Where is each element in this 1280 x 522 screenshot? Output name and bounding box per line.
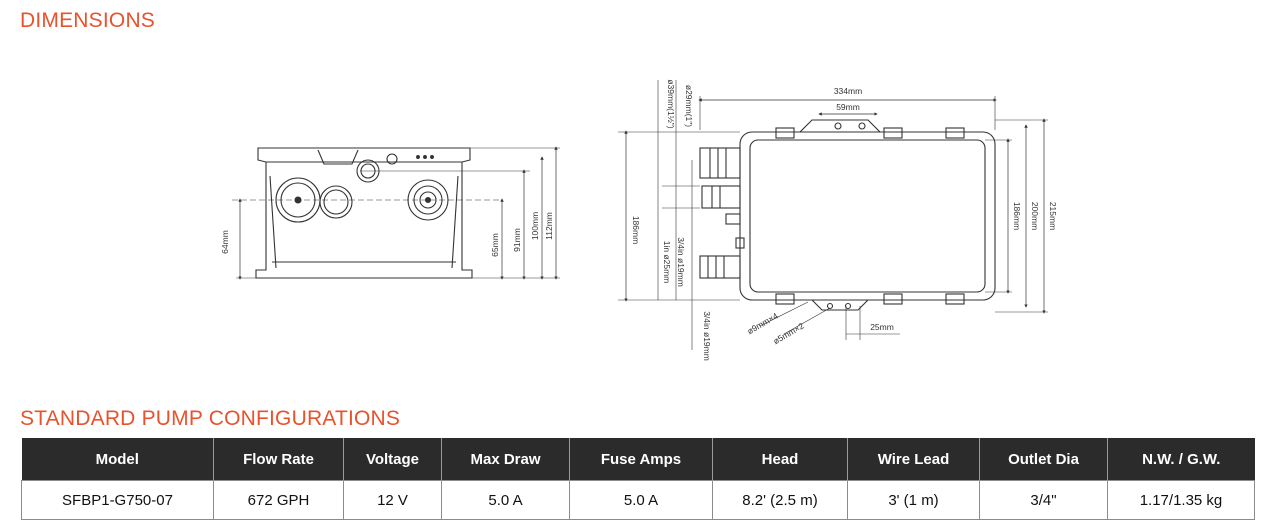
header-flow-rate: Flow Rate [213,438,344,481]
dim-label-5mm: ø5mm×2 [771,320,805,346]
header-model: Model [21,438,214,481]
dim-label-25mm: 25mm [870,322,894,332]
header-weight: N.W. / G.W. [1107,438,1255,481]
configurations-title: STANDARD PUMP CONFIGURATIONS [20,407,401,430]
header-fuse-amps: Fuse Amps [569,438,713,481]
table-header-row: Model Flow Rate Voltage Max Draw Fuse Am… [21,438,1255,481]
dim-label-112mm: 112mm [544,212,554,240]
cell-flow-rate: 672 GPH [213,480,344,520]
dim-label-59mm: 59mm [836,102,860,112]
cell-weight: 1.17/1.35 kg [1107,480,1255,520]
dim-label-19mm-b: 3/4in ø19mm [702,311,712,361]
dim-label-186mm-left: 186mm [631,216,641,244]
cell-outlet-dia: 3/4" [979,480,1108,520]
side-view-labels: 64mm 65mm 91mm 100mm 112mm [220,212,554,257]
cell-fuse-amps: 5.0 A [569,480,713,520]
cell-wire-lead: 3' (1 m) [847,480,980,520]
dim-label-25mm-port: 1in ø25mm [662,241,672,284]
side-port-medium [319,185,353,219]
side-view-drawing [232,146,560,280]
pump-configurations-table: Model Flow Rate Voltage Max Draw Fuse Am… [21,438,1255,520]
top-view-drawing [618,80,1048,350]
header-wire-lead: Wire Lead [847,438,980,481]
header-max-draw: Max Draw [441,438,570,481]
cell-head: 8.2' (2.5 m) [712,480,848,520]
dimension-drawings: 64mm 65mm 91mm 100mm 112mm [220,79,1058,360]
dim-label-19mm-a: 3/4in ø19mm [676,237,686,287]
dim-label-9mm: ø9mm×4 [745,310,779,336]
top-port-upper [699,147,741,179]
header-outlet-dia: Outlet Dia [979,438,1108,481]
top-port-outlet [699,255,741,279]
dim-label-64mm: 64mm [220,230,230,254]
cell-model: SFBP1-G750-07 [21,480,214,520]
dim-label-100mm: 100mm [530,212,540,240]
header-head: Head [712,438,848,481]
top-view-labels: 334mm 59mm ø29mm(1") ø39mm(1½") 186mm 3/… [631,79,1058,360]
dim-label-65mm: 65mm [490,233,500,257]
header-voltage: Voltage [343,438,442,481]
dim-label-29mm: ø29mm(1") [684,85,694,127]
dim-label-186mm-right: 186mm [1012,202,1022,230]
dim-label-39mm: ø39mm(1½") [666,79,676,128]
dimensions-title: DIMENSIONS [20,9,156,32]
cell-max-draw: 5.0 A [441,480,570,520]
dim-label-334mm: 334mm [834,86,862,96]
cell-voltage: 12 V [343,480,442,520]
dim-label-215mm: 215mm [1048,202,1058,230]
table-row: SFBP1-G750-07 672 GPH 12 V 5.0 A 5.0 A 8… [21,480,1255,520]
dim-label-200mm: 200mm [1030,202,1040,230]
dim-label-91mm: 91mm [512,228,522,252]
top-port-middle [701,185,741,209]
